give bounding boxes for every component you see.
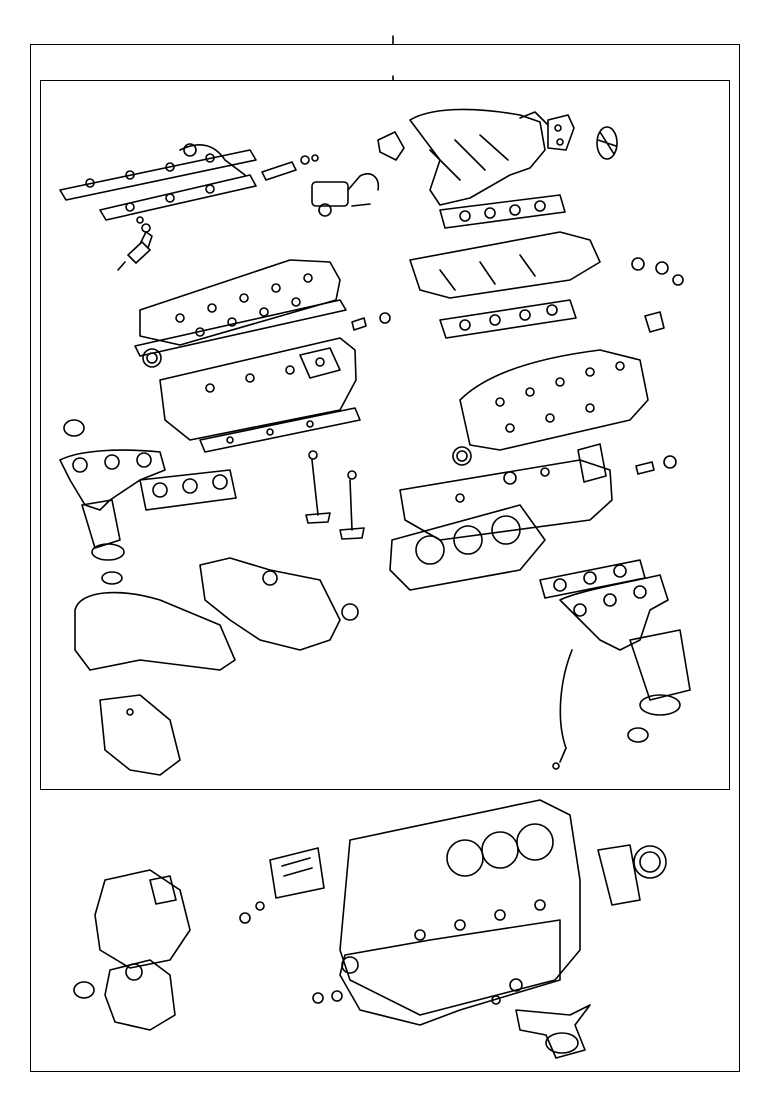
exhaust-manifold-left <box>59 449 166 511</box>
water-pump <box>104 959 176 1031</box>
intake-manifold <box>409 108 549 206</box>
manifold-gasket-upper <box>439 194 566 229</box>
engine-block <box>339 799 581 1016</box>
oil-seal-left-head <box>142 348 162 368</box>
cylinder-head-left <box>159 337 357 441</box>
intake-plenum-lower <box>409 231 601 299</box>
cylinder-head-cover-right <box>459 349 649 451</box>
bolts-right <box>635 455 677 475</box>
water-outlet <box>631 257 684 333</box>
small-seals-block <box>239 901 523 1005</box>
outer-kit-frame <box>30 44 740 1072</box>
fuel-injector <box>117 216 153 271</box>
fuel-rail-lower <box>99 154 319 221</box>
valve-intake <box>305 450 331 524</box>
cover-gasket-left <box>134 299 347 357</box>
exhaust-gasket-left <box>139 469 237 511</box>
head-gasket-right <box>389 504 546 591</box>
timing-cover-upper <box>199 557 359 651</box>
head-gasket-left <box>199 407 361 453</box>
cylinder-head-right <box>399 443 613 541</box>
throttle-sensor <box>311 173 380 217</box>
exhaust-gasket-right <box>539 559 646 599</box>
throttle-gasket <box>596 126 618 160</box>
catalytic-converter-left <box>81 499 125 561</box>
crankshaft-seal-front <box>73 981 95 999</box>
dipstick-tube <box>552 649 573 770</box>
exhaust-manifold-right <box>559 574 669 651</box>
oil-strainer <box>515 1004 591 1059</box>
intake-gasket <box>547 114 575 151</box>
oil-pan <box>339 919 561 1026</box>
timing-belt <box>74 591 236 671</box>
oil-seal-right-head <box>452 446 472 466</box>
catalytic-converter-right <box>629 629 691 716</box>
cylinder-head-cover-left <box>139 259 341 346</box>
valve-exhaust <box>339 470 365 540</box>
bolts-left <box>351 312 391 331</box>
timing-cover-lower <box>99 694 181 776</box>
exhaust-ring-left <box>63 419 123 585</box>
small-gasket-1 <box>377 131 405 161</box>
timing-chain-cover <box>94 869 191 969</box>
oil-pump <box>269 847 325 899</box>
crankshaft-seal-rear <box>597 844 667 906</box>
inner-kit-frame <box>40 80 730 790</box>
exhaust-ring-right <box>627 727 649 743</box>
manifold-gasket-lower <box>439 299 577 339</box>
fuel-rail-upper <box>59 143 257 201</box>
